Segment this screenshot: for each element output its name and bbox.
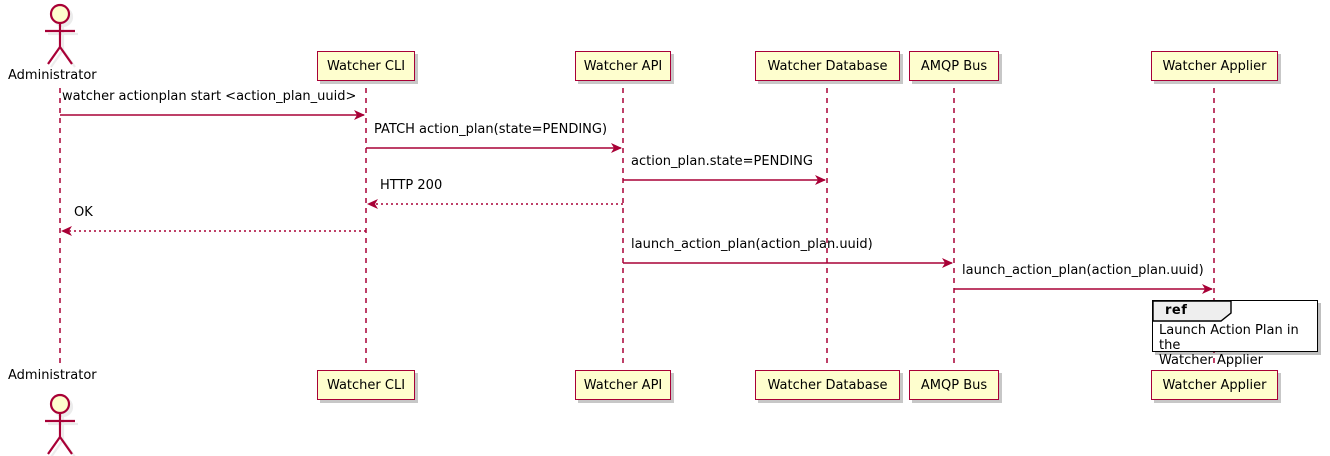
participant-watcher_api-bottom[interactable]: Watcher API bbox=[575, 370, 671, 400]
actor-label-administrator-bottom: Administrator bbox=[8, 368, 97, 383]
actor-figure-administrator-top bbox=[45, 3, 78, 68]
participant-watcher_cli-top[interactable]: Watcher CLI bbox=[317, 51, 415, 81]
ref-fragment-text-line-2: Watcher Applier bbox=[1159, 353, 1263, 368]
ref-fragment-text: Launch Action Plan in the Watcher Applie… bbox=[1159, 323, 1315, 368]
ref-fragment-tab-path bbox=[1153, 301, 1232, 322]
participant-watcher_api-top[interactable]: Watcher API bbox=[575, 51, 671, 81]
ref-fragment-tab-shape bbox=[1153, 301, 1232, 322]
participant-watcher_database-bottom[interactable]: Watcher Database bbox=[755, 370, 900, 400]
message-label-m2: PATCH action_plan(state=PENDING) bbox=[374, 122, 608, 137]
message-label-m5: OK bbox=[74, 205, 93, 220]
participant-watcher_cli-bottom[interactable]: Watcher CLI bbox=[317, 370, 415, 400]
ref-fragment-text-line-1: Launch Action Plan in the bbox=[1159, 323, 1299, 353]
actor-figure-administrator-bottom bbox=[45, 393, 78, 456]
message-label-m6: launch_action_plan(action_plan.uuid) bbox=[631, 237, 873, 252]
actor-figures-group bbox=[45, 3, 78, 456]
actor-label-administrator-top: Administrator bbox=[8, 68, 97, 83]
ref-fragment: ref Launch Action Plan in the Watcher Ap… bbox=[1152, 300, 1318, 368]
participant-amqp_bus-bottom[interactable]: AMQP Bus bbox=[909, 370, 999, 400]
participant-watcher_applier-top[interactable]: Watcher Applier bbox=[1151, 51, 1278, 81]
lifelines-group bbox=[59, 88, 1215, 365]
message-label-m3: action_plan.state=PENDING bbox=[631, 154, 813, 169]
participant-watcher_applier-bottom[interactable]: Watcher Applier bbox=[1151, 370, 1278, 400]
message-label-m7: launch_action_plan(action_plan.uuid) bbox=[962, 263, 1204, 278]
participant-watcher_database-top[interactable]: Watcher Database bbox=[755, 51, 900, 81]
message-label-m1: watcher actionplan start <action_plan_uu… bbox=[62, 89, 357, 104]
message-arrows-group bbox=[60, 110, 1213, 294]
participant-amqp_bus-top[interactable]: AMQP Bus bbox=[909, 51, 999, 81]
message-label-m4: HTTP 200 bbox=[380, 178, 443, 193]
ref-fragment-keyword: ref bbox=[1165, 303, 1188, 318]
